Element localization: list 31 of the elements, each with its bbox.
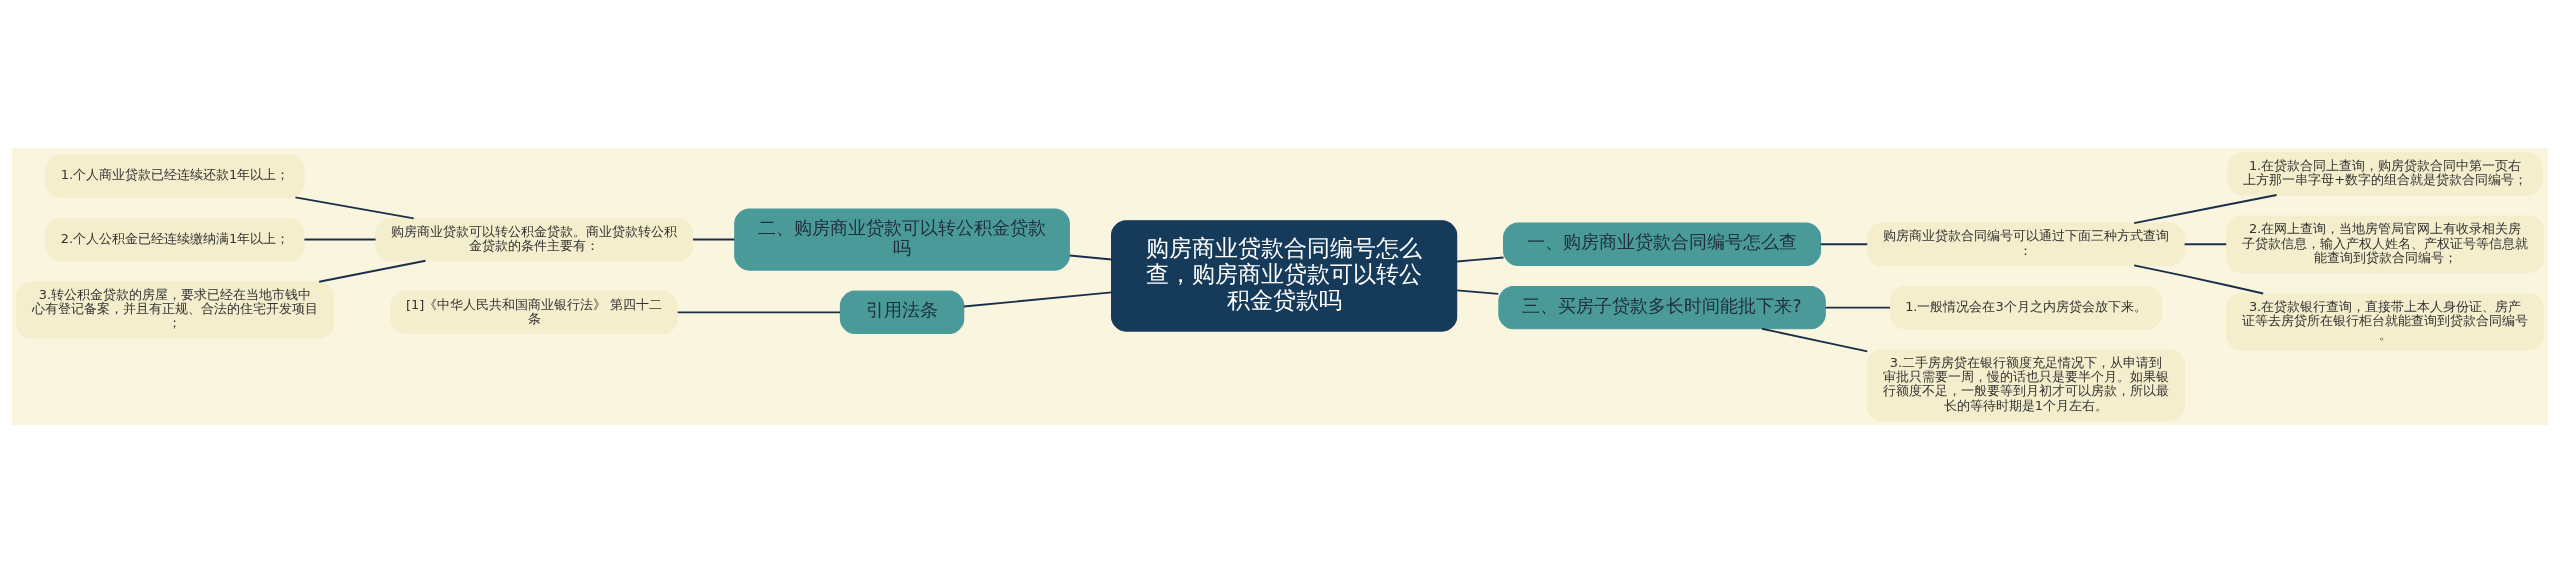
node-box: [1]《中华人民共和国商业银行法》 第四十二条 (390, 290, 678, 335)
connector (676, 311, 841, 314)
node-box: 购房商业贷款合同编号可以通过下面三种方式查询： (1866, 222, 2185, 266)
connector (1824, 306, 1891, 309)
connector (318, 259, 427, 283)
connector (1068, 254, 1113, 261)
connector (692, 238, 736, 241)
node-box: 购房商业贷款可以转公积金贷款。商业贷款转公积金贷款的条件主要有： (375, 217, 694, 262)
node-box: 2.个人公积金已经连续缴纳满1年以上； (45, 217, 305, 262)
connector (2133, 194, 2278, 225)
connector (303, 238, 377, 241)
node-box: 2.在网上查询，当地房管局官网上有收录相关房子贷款信息，输入产权人姓名、产权证号等信息就能查询到贷款合同编号； (2226, 215, 2545, 273)
node-box: 3.在贷款银行查询，直接带上本人身份证、房产证等去房贷所在银行柜台就能查询到贷款合同编号。 (2226, 292, 2545, 351)
node-box: 二、购房商业贷款可以转公积金贷款吗 (734, 208, 1070, 271)
node-box: 购房商业贷款合同编号怎么查，购房商业贷款可以转公积金贷款吗 (1111, 220, 1458, 332)
connector (1819, 243, 1869, 246)
connector (294, 196, 415, 220)
node-box: 1.一般情况会在3个月之内房贷会放下来。 (1889, 285, 2163, 330)
node-box: 3.二手房房贷在银行额度充足情况下，从申请到审批只需要一周，慢的话也只是要半个月。如果银行额度不足，一般要等到月初才可以房款，所以最长的等待时期是1个月左右。 (1866, 349, 2185, 421)
node-box: 1.在贷款合同上查询，购房贷款合同中第一页右上方那一串字母+数字的组合就是贷款合同编号； (2227, 152, 2543, 196)
connector (2133, 264, 2265, 295)
connector (1456, 256, 1505, 263)
node-box: 一、购房商业贷款合同编号怎么查 (1503, 222, 1822, 266)
node-box: 引用法条 (839, 290, 965, 335)
node-box: 三、买房子贷款多长时间能批下来? (1498, 285, 1826, 330)
connector (1761, 327, 1869, 353)
connector (1456, 289, 1500, 295)
connector (962, 291, 1113, 308)
connector (2183, 243, 2228, 246)
node-box: 3.转公积金贷款的房屋，要求已经在当地市钱中心有登记备案，并且有正规、合法的住宅开发项目； (15, 281, 334, 339)
node-box: 1.个人商业贷款已经连续还款1年以上； (45, 154, 305, 198)
